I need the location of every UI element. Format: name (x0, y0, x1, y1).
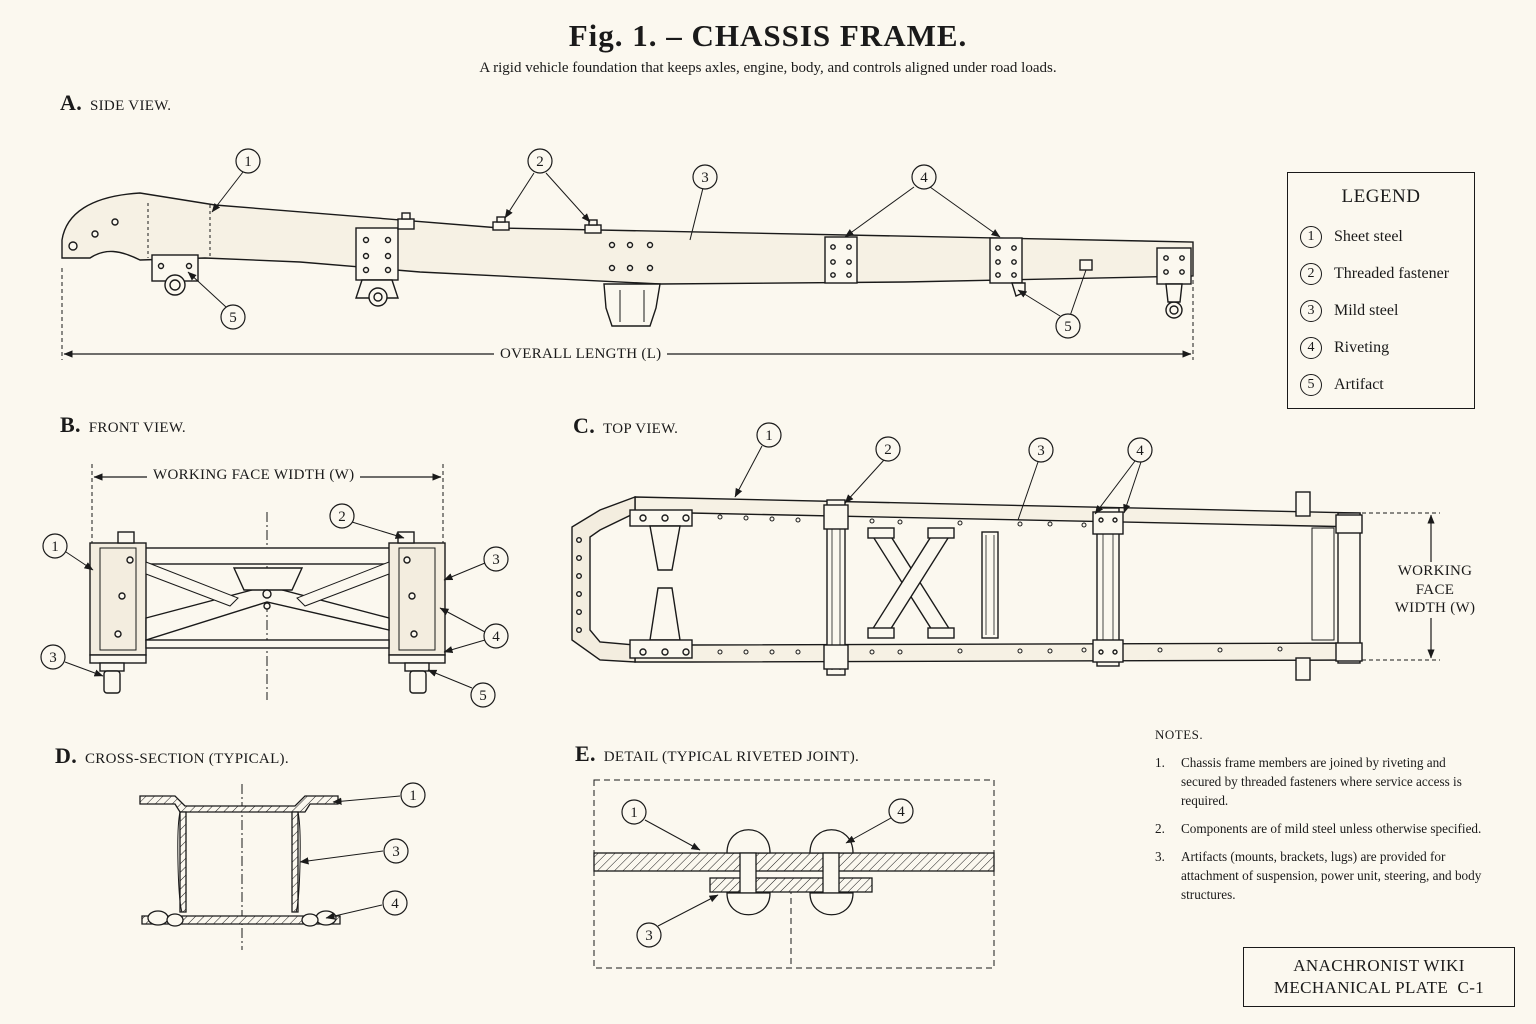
notes-title: NOTES. (1155, 727, 1204, 742)
fish-plate-2 (989, 237, 1023, 284)
svg-text:3: 3 (645, 928, 653, 944)
cross-section-drawing (139, 784, 401, 950)
svg-text:3: 3 (49, 650, 57, 666)
front-view-drawing (64, 464, 486, 700)
svg-text:1: 1 (630, 805, 638, 821)
side-rail (61, 192, 1194, 285)
plate-line-2: MECHANICAL PLATE C-1 (1273, 978, 1485, 997)
working-face-width-vertical-label: WORKING FACE WIDTH (W) (1385, 562, 1485, 618)
section-label-riveted-joint: E.DETAIL (TYPICAL RIVETED JOINT). (575, 741, 860, 766)
svg-text:2: 2 (536, 154, 544, 170)
plate-title-block: ANACHRONIST WIKI MECHANICAL PLATE C-1 (1243, 947, 1515, 1007)
section-label-top-view: C.TOP VIEW. (573, 413, 679, 438)
svg-text:2: 2 (338, 509, 346, 525)
svg-text:1: 1 (765, 428, 773, 444)
side-view-drawing (61, 171, 1194, 360)
cross-section-callouts: 1 3 4 (382, 782, 426, 916)
legend-title: LEGEND (1341, 186, 1421, 207)
center-bracket (603, 241, 661, 327)
riveted-joint-callouts: 1 4 3 (621, 798, 914, 948)
notes-block: NOTES. 1.Chassis frame members are joine… (1155, 725, 1485, 913)
working-face-width-label: WORKING FACE WIDTH (W) (147, 467, 361, 484)
svg-text:4: 4 (897, 804, 905, 820)
side-view-callouts: 1 2 3 4 5 5 (220, 148, 1081, 339)
svg-text:5: 5 (1064, 319, 1072, 335)
section-label-front-view: B.FRONT VIEW. (60, 412, 186, 437)
mount-plate-front (355, 227, 399, 281)
overall-length-label: OVERALL LENGTH (L) (494, 346, 668, 363)
figure-subtitle: A rigid vehicle foundation that keeps ax… (479, 60, 1057, 76)
svg-text:4: 4 (391, 896, 399, 912)
svg-text:1: 1 (244, 154, 252, 170)
rear-end-bracket (1156, 247, 1192, 285)
front-left-member (89, 542, 147, 656)
note-item: 2.Components are of mild steel unless ot… (1155, 821, 1482, 836)
figure-title: Fig. 1. – CHASSIS FRAME. (568, 18, 968, 53)
section-label-cross-section: D.CROSS-SECTION (TYPICAL). (55, 743, 289, 768)
svg-text:1: 1 (51, 539, 59, 555)
svg-text:4: 4 (1136, 443, 1144, 459)
svg-text:5: 5 (229, 310, 237, 326)
svg-text:3: 3 (392, 844, 400, 860)
top-left-rail (634, 496, 1361, 528)
svg-text:4: 4 (492, 629, 500, 645)
svg-text:3: 3 (701, 170, 709, 186)
svg-text:3: 3 (1037, 443, 1045, 459)
front-right-member (388, 542, 446, 656)
top-view-callouts: 1 2 3 4 (756, 422, 1153, 463)
plate-line-1: ANACHRONIST WIKI (1293, 956, 1465, 975)
svg-text:3: 3 (492, 552, 500, 568)
fish-plate-1 (824, 236, 858, 284)
section-label-side-view: A.SIDE VIEW. (60, 90, 172, 115)
top-view-drawing (571, 445, 1440, 681)
note-item: 3.Artifacts (mounts, brackets, lugs) are… (1155, 849, 1482, 902)
svg-text:4: 4 (920, 170, 928, 186)
svg-text:2: 2 (884, 442, 892, 458)
front-view-callouts: 1 2 3 4 3 5 (40, 503, 509, 708)
riveted-joint-drawing (593, 779, 995, 969)
svg-text:5: 5 (479, 688, 487, 704)
note-item: 1.Chassis frame members are joined by ri… (1155, 755, 1462, 808)
svg-text:1: 1 (409, 788, 417, 804)
